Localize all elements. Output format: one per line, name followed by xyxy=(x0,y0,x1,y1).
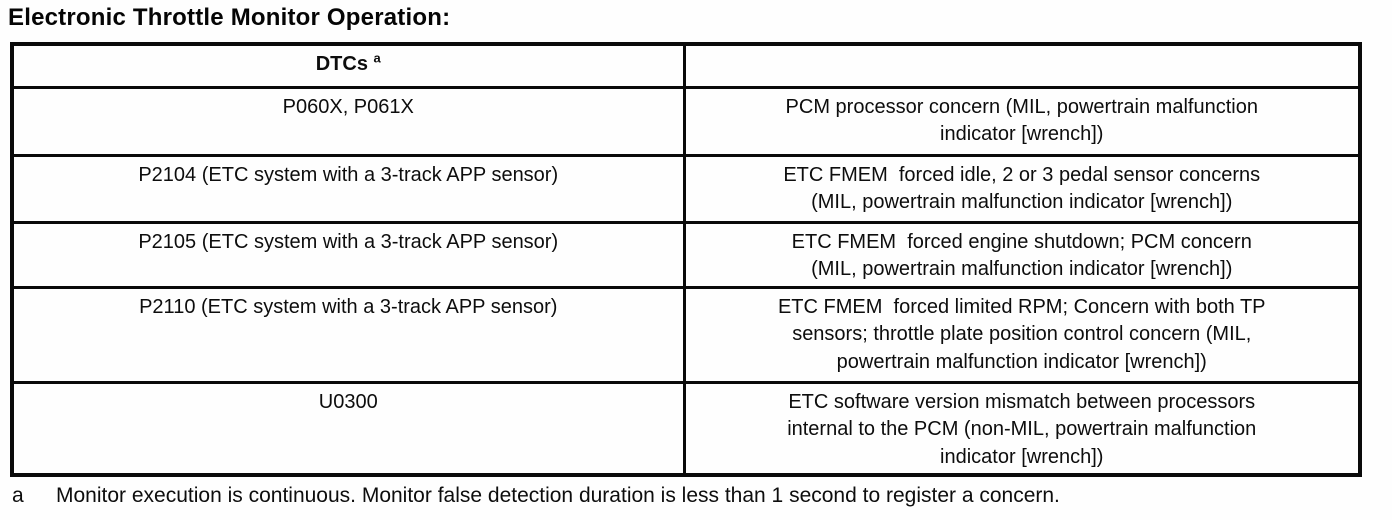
table-row: P2105 (ETC system with a 3-track APP sen… xyxy=(10,220,1362,289)
description-cell: PCM processor concern (MIL, powertrain m… xyxy=(682,85,1362,157)
table-row: U0300 ETC software version mismatch betw… xyxy=(10,380,1362,477)
table-footnote: a Monitor execution is continuous. Monit… xyxy=(12,484,1382,508)
table-row: P2104 (ETC system with a 3-track APP sen… xyxy=(10,153,1362,224)
table-header-row: DTCs a xyxy=(10,42,1362,89)
description-cell: ETC software version mismatch between pr… xyxy=(682,380,1362,477)
page-title: Electronic Throttle Monitor Operation: xyxy=(8,4,451,31)
table-row: P060X, P061X PCM processor concern (MIL,… xyxy=(10,85,1362,157)
description-cell: ETC FMEM forced engine shutdown; PCM con… xyxy=(682,220,1362,289)
dtc-cell: U0300 xyxy=(10,380,686,477)
description-cell: ETC FMEM forced limited RPM; Concern wit… xyxy=(682,285,1362,384)
dtcs-header-label: DTCs xyxy=(315,53,368,75)
description-column-header xyxy=(682,42,1362,89)
dtc-cell: P2105 (ETC system with a 3-track APP sen… xyxy=(10,220,686,289)
description-cell: ETC FMEM forced idle, 2 or 3 pedal senso… xyxy=(682,153,1362,224)
footnote-marker: a xyxy=(12,484,24,507)
dtc-table: DTCs a P060X, P061X PCM processor concer… xyxy=(10,42,1362,477)
dtcs-header-footnote-marker: a xyxy=(373,50,381,66)
dtc-cell: P2104 (ETC system with a 3-track APP sen… xyxy=(10,153,686,224)
dtc-cell: P060X, P061X xyxy=(10,85,686,157)
dtcs-column-header: DTCs a xyxy=(10,42,686,89)
dtc-cell: P2110 (ETC system with a 3-track APP sen… xyxy=(10,285,686,384)
table-row: P2110 (ETC system with a 3-track APP sen… xyxy=(10,285,1362,384)
footnote-text: Monitor execution is continuous. Monitor… xyxy=(56,484,1060,507)
